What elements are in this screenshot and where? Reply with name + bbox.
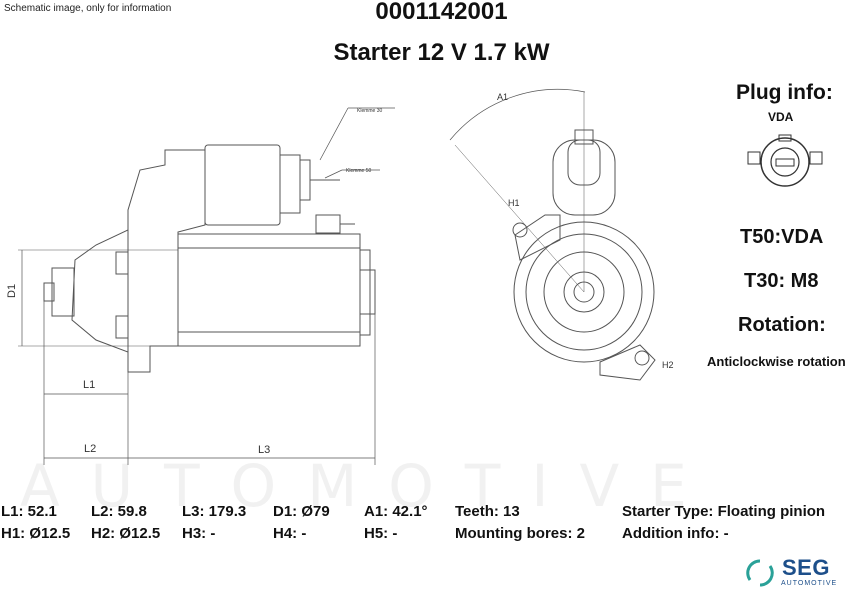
label-klemme30: Klemme 30 <box>357 108 383 114</box>
spec-l3: L3: 179.3 <box>182 503 247 520</box>
t50-spec: T50:VDA <box>740 226 824 248</box>
rotation-value: Anticlockwise rotation <box>707 354 846 369</box>
plug-type: VDA <box>768 110 794 124</box>
seg-logo-text: SEG <box>782 555 830 580</box>
spec-h5: H5: - <box>364 525 398 542</box>
label-l1: L1 <box>83 379 95 391</box>
plug-connector-icon <box>760 137 810 187</box>
spec-starter-type: Starter Type: Floating pinion <box>622 503 826 520</box>
t30-spec: T30: M8 <box>744 270 819 292</box>
label-klemme50: Klemme 50 <box>346 168 372 174</box>
product-title: Starter 12 V 1.7 kW <box>333 39 550 66</box>
spec-teeth: Teeth: 13 <box>455 503 520 520</box>
label-l3: L3 <box>258 444 270 456</box>
label-h1: H1 <box>508 198 520 208</box>
label-a1: A1 <box>497 92 508 102</box>
spec-a1: A1: 42.1° <box>364 503 428 520</box>
spec-d1: D1: Ø79 <box>273 503 330 520</box>
solenoid <box>204 144 281 226</box>
rotation-label: Rotation: <box>738 314 826 336</box>
spec-addition-info: Addition info: - <box>622 525 729 542</box>
spec-mounting-bores: Mounting bores: 2 <box>455 525 585 542</box>
spec-h3: H3: - <box>182 525 216 542</box>
part-number: 0001142001 <box>375 0 508 25</box>
seg-logo-subtext: AUTOMOTIVE <box>781 580 838 587</box>
mount-bore-h2 <box>634 350 650 366</box>
label-h2: H2 <box>662 360 674 370</box>
watermark-text: AUTOMOTIVE <box>20 452 718 520</box>
spec-h2: H2: Ø12.5 <box>91 525 161 542</box>
seg-logo-icon <box>746 559 774 587</box>
spec-h1: H1: Ø12.5 <box>1 525 71 542</box>
motor-housing <box>177 233 361 347</box>
label-d1: D1 <box>6 284 18 298</box>
spec-l1: L1: 52.1 <box>1 503 57 520</box>
spec-h4: H4: - <box>273 525 307 542</box>
plug-info-title: Plug info: <box>736 81 833 104</box>
label-l2: L2 <box>84 443 96 455</box>
mount-bore-h1 <box>512 222 528 238</box>
spec-l2: L2: 59.8 <box>91 503 147 520</box>
schematic-note: Schematic image, only for information <box>4 3 172 14</box>
